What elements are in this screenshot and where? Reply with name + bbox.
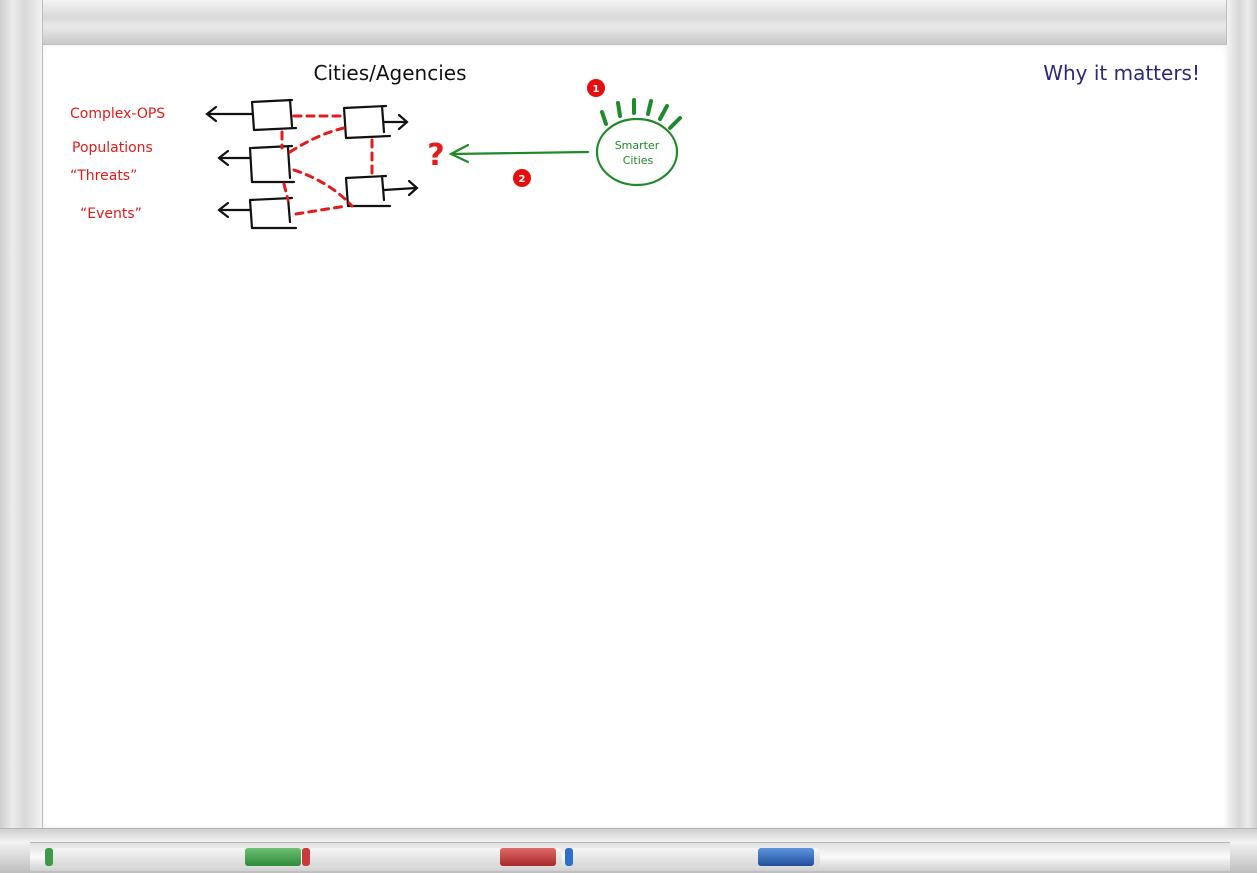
svg-text:1: 1	[593, 84, 600, 95]
marker-tray	[30, 842, 1230, 871]
smarter-cities-sun: Smarter Cities	[595, 98, 682, 187]
label-complex-ops: Complex-OPS	[70, 106, 165, 122]
whiteboard-frame-top	[0, 0, 1257, 45]
smarter-cities-line1: Smarter	[615, 139, 660, 152]
agency-connections	[280, 114, 374, 216]
blue-marker[interactable]	[565, 848, 820, 866]
agency-box-4	[342, 104, 409, 140]
green-marker[interactable]	[45, 848, 301, 866]
step-badge-2: 2	[513, 169, 531, 187]
diagram-title: Cities/Agencies	[313, 61, 466, 85]
whiteboard-frame-left	[0, 0, 43, 872]
smarter-cities-line2: Cities	[623, 154, 654, 167]
step-badge-1: 1	[587, 79, 605, 97]
agency-box-2	[217, 144, 296, 184]
agency-box-1	[205, 98, 298, 132]
label-threats: “Threats”	[70, 168, 137, 184]
agency-box-5	[344, 174, 419, 208]
question-mark: ?	[427, 138, 444, 173]
svg-text:2: 2	[519, 174, 526, 185]
agency-box-3	[217, 196, 298, 230]
whiteboard-surface	[43, 45, 1227, 828]
red-marker[interactable]	[302, 848, 562, 866]
why-it-matters-note: Why it matters!	[1043, 61, 1200, 85]
green-arrow	[448, 143, 590, 164]
label-populations: Populations	[72, 140, 153, 156]
label-events: “Events”	[80, 206, 142, 222]
